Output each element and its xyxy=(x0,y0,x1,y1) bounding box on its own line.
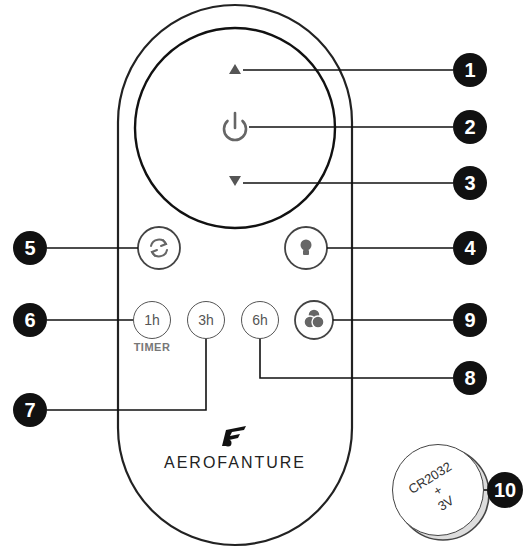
callout-text: 3 xyxy=(464,173,475,193)
direction-pad xyxy=(135,28,335,228)
battery-text-group: CR2032+3V xyxy=(406,458,470,521)
oscillation-button xyxy=(138,227,180,269)
up-arrow-icon xyxy=(229,64,241,74)
button-label: 1h xyxy=(144,313,160,327)
bulb-icon xyxy=(301,240,312,256)
callout-number: 10 xyxy=(487,472,523,508)
callout-number: 2 xyxy=(453,110,487,144)
color-button xyxy=(295,301,333,339)
callout-number: 9 xyxy=(453,303,487,337)
battery-marking: CR2032 xyxy=(406,459,453,495)
leader-line xyxy=(47,339,206,410)
leader-line xyxy=(260,339,453,378)
oscillation-icon xyxy=(151,240,167,257)
callout-text: 1 xyxy=(464,60,475,80)
leader-line xyxy=(47,319,133,321)
timer-label: TIMER xyxy=(134,342,171,353)
brand-logo xyxy=(222,426,246,447)
down-arrow-icon xyxy=(229,176,241,186)
callout-number: 4 xyxy=(453,231,487,265)
leader-lines xyxy=(47,70,453,320)
callout-text: 5 xyxy=(24,238,35,258)
callout-number: 1 xyxy=(453,53,487,87)
callout-number: 3 xyxy=(453,166,487,200)
remote-body xyxy=(118,5,352,545)
callout-text: 7 xyxy=(24,400,35,420)
coin-battery: CR2032+3V xyxy=(392,444,484,536)
callout-number: 8 xyxy=(453,361,487,395)
callout-text: 4 xyxy=(464,238,475,258)
power-icon xyxy=(224,113,246,140)
callout-number: 5 xyxy=(13,231,47,265)
light-button xyxy=(285,227,327,269)
callout-text: 9 xyxy=(464,310,475,330)
color-icon xyxy=(304,309,324,328)
callout-text: 6 xyxy=(24,310,35,330)
button-label: 6h xyxy=(252,313,268,327)
callout-number: 6 xyxy=(13,303,47,337)
callout-text: 10 xyxy=(494,480,516,500)
callout-number: 7 xyxy=(13,393,47,427)
timer-button: 1h xyxy=(133,301,171,339)
battery-marking: + xyxy=(431,482,444,497)
button-label: 3h xyxy=(198,313,214,327)
callout-text: 8 xyxy=(464,368,475,388)
callout-text: 2 xyxy=(464,117,475,137)
brand-name: AEROFANTURE xyxy=(164,455,306,471)
timer-button: 3h xyxy=(187,301,225,339)
timer-button: 6h xyxy=(241,301,279,339)
